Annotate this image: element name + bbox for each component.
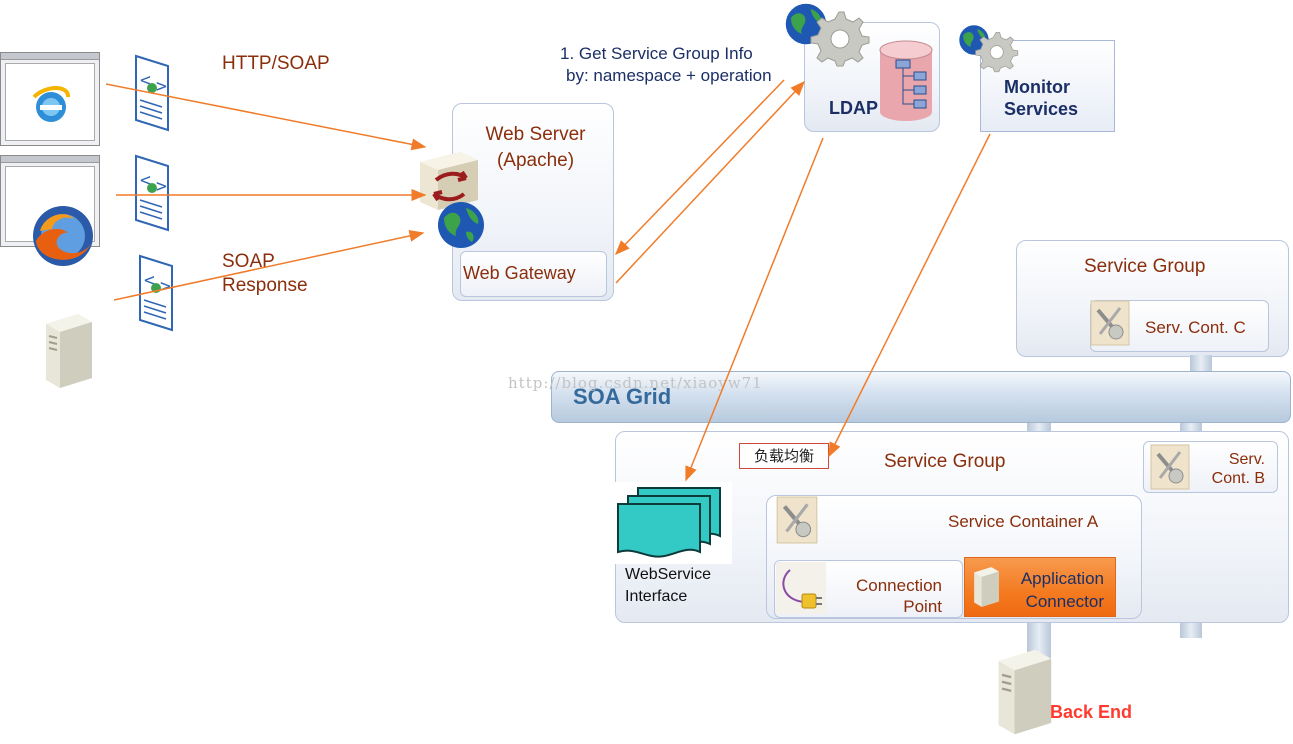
serv-cont-b-line1: Serv. <box>1228 451 1265 468</box>
web-server-title: Web Server (Apache) <box>478 122 593 174</box>
svg-text:<: < <box>140 70 151 91</box>
service-group-main-title: Service Group <box>884 451 1006 472</box>
grid-connector <box>1190 355 1212 371</box>
http-soap-label: HTTP/SOAP <box>222 53 330 74</box>
soap-response-line1: SOAP <box>222 251 275 272</box>
grid-connector <box>1180 420 1202 432</box>
gear-icon <box>975 32 1019 73</box>
get-info-line1: 1. Get Service Group Info <box>560 44 753 63</box>
application-connector-line2: Connector <box>1025 592 1104 611</box>
webservice-interface-line2: Interface <box>625 588 688 605</box>
ie-browser-window <box>0 52 100 146</box>
grid-connector <box>1180 620 1202 638</box>
web-server-title-line1: Web Server <box>485 124 586 145</box>
back-end-label: Back End <box>1050 702 1133 722</box>
plug-icon <box>776 562 826 614</box>
tools-icon <box>776 496 818 544</box>
tools-icon <box>1090 300 1130 346</box>
tools-icon <box>1150 444 1190 490</box>
soa-grid-label: SOA Grid <box>573 384 672 409</box>
svg-text:>: > <box>156 176 167 197</box>
monitor-services-line1: Monitor <box>1004 77 1070 97</box>
webservice-interface-icon <box>612 482 732 564</box>
response-arrow <box>113 229 425 301</box>
web-gateway-label: Web Gateway <box>463 263 576 283</box>
application-connector-line1: Application <box>1020 569 1104 588</box>
server-icon <box>46 314 92 388</box>
monitor-services-label: Monitor Services <box>1004 76 1078 120</box>
service-group-top-title: Service Group <box>1084 256 1206 277</box>
ldap-to-webservice-arrow <box>685 137 824 482</box>
svg-text:<: < <box>140 170 151 191</box>
ldap-query-arrow <box>615 80 806 284</box>
serv-cont-c-label: Serv. Cont. C <box>1145 318 1246 337</box>
serv-cont-b-label: Serv. Cont. B <box>1205 450 1265 488</box>
soap-response-label: SOAP Response <box>222 250 308 298</box>
internet-explorer-icon <box>32 86 70 122</box>
connection-point-label: Connection Point <box>826 575 942 617</box>
request-arrow-1 <box>105 83 427 151</box>
connection-point-line2: Point <box>903 597 942 616</box>
server-icon <box>420 152 478 210</box>
firefox-icon <box>33 206 93 266</box>
serv-cont-b-line2: Cont. B <box>1211 470 1265 487</box>
get-info-line2: by: namespace + operation <box>566 66 772 85</box>
web-gateway-box <box>460 251 607 297</box>
service-container-a-label: Service Container A <box>948 512 1099 531</box>
globe-icon <box>785 3 827 45</box>
webservice-interface-line1: WebService <box>625 566 711 583</box>
monitor-to-loadbalance-arrow <box>828 133 991 458</box>
connection-point-line1: Connection <box>855 576 942 595</box>
web-server-title-line2: (Apache) <box>496 150 575 171</box>
soap-response-line2: Response <box>222 275 308 296</box>
soa-grid-bar <box>551 371 1291 423</box>
svg-text:<: < <box>144 270 155 291</box>
ldap-label: LDAP <box>829 98 878 118</box>
watermark-text: http://blog.csdn.net/xiaoyw71 <box>508 374 763 392</box>
globe-icon <box>438 202 484 248</box>
server-icon <box>974 567 999 607</box>
grid-connector <box>1027 420 1051 432</box>
server-icon <box>998 649 1052 735</box>
database-icon <box>879 40 933 121</box>
application-connector-label: Application Connector <box>1004 567 1104 613</box>
svg-text:>: > <box>160 276 171 297</box>
ldap-lookup-arrow <box>614 79 785 256</box>
monitor-services-line2: Services <box>1004 99 1079 119</box>
load-balance-label: 负载均衡 <box>739 443 829 469</box>
webservice-interface-label: WebService Interface <box>625 564 711 608</box>
get-service-group-info-label: 1. Get Service Group Info by: namespace … <box>560 43 772 87</box>
web-document-icon: < > <box>139 254 173 332</box>
svg-text:>: > <box>156 76 167 97</box>
web-document-icon: < > <box>135 154 169 232</box>
gear-icon <box>810 11 870 67</box>
